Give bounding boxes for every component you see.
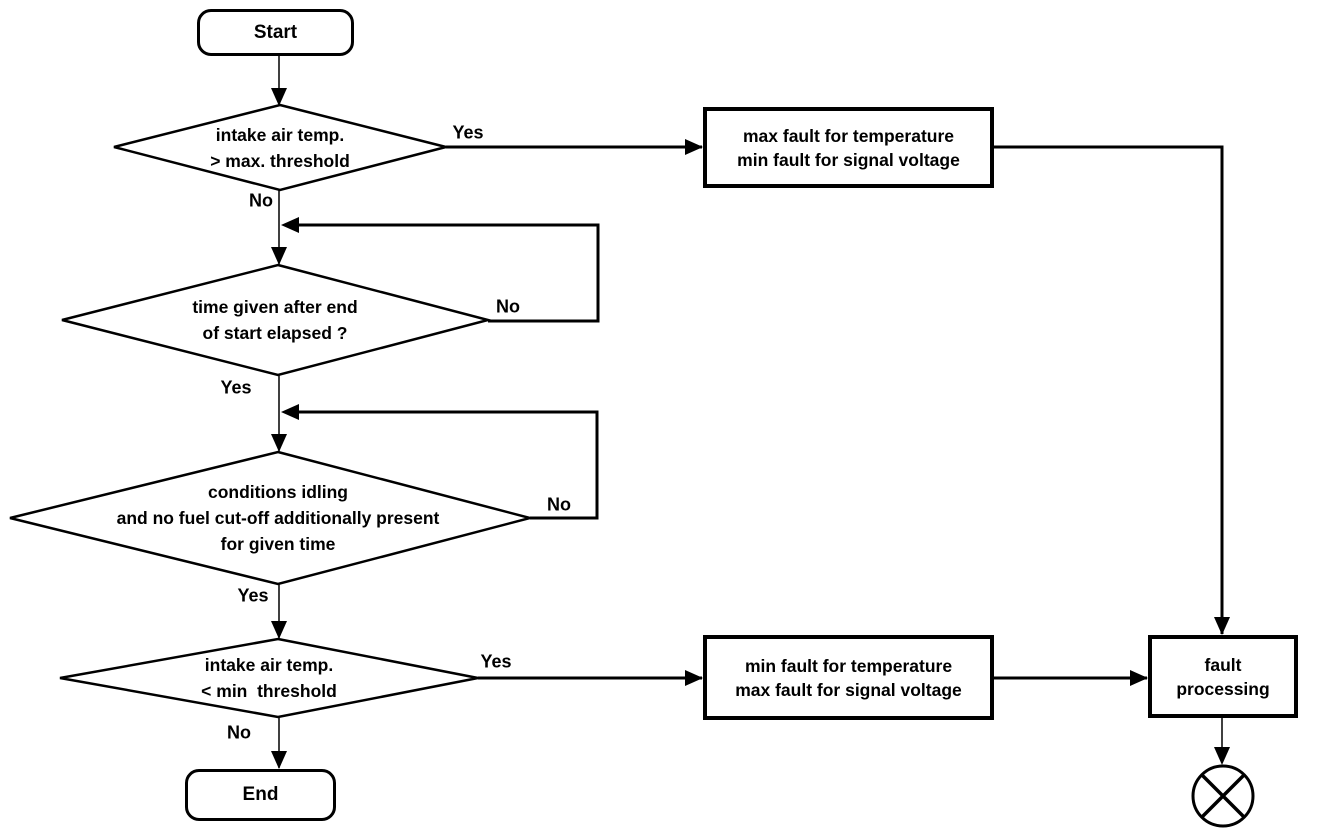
- arrowhead-into-d1: [271, 88, 287, 106]
- crossed-circle-terminal: [1191, 764, 1255, 828]
- decision-idling-diamond: [9, 450, 535, 586]
- edge-label-d3-no: No: [547, 494, 571, 515]
- arrowhead-into-fault-left: [1130, 670, 1148, 686]
- process-max-fault-box: max fault for temperature min fault for …: [703, 107, 994, 188]
- process-fault-processing-box: fault processing: [1148, 635, 1298, 718]
- fault-processing-line2: processing: [1176, 678, 1270, 699]
- decision-time-elapsed-line1: time given after end: [192, 297, 358, 317]
- arrowhead-loop1-merge: [281, 217, 299, 233]
- end-node: End: [185, 769, 336, 821]
- connector-box1-to-fault-processing: [993, 145, 1224, 634]
- start-label: Start: [253, 21, 298, 43]
- decision-max-temp-line2: > max. threshold: [210, 150, 350, 171]
- arrowhead-into-d2: [271, 247, 287, 265]
- connector-d3-no-loop: [296, 410, 599, 520]
- decision-idling-line3: for given time: [220, 534, 336, 554]
- arrowhead-loop2-merge: [281, 404, 299, 420]
- arrowhead-into-d4: [271, 621, 287, 639]
- decision-min-temp-line2: < min threshold: [201, 681, 337, 701]
- edge-label-d4-yes: Yes: [480, 651, 512, 672]
- decision-min-temp-diamond: [59, 637, 479, 719]
- edge-label-d1-yes: Yes: [452, 122, 484, 143]
- arrowhead-into-fault-top: [1214, 617, 1230, 635]
- edge-label-d2-yes: Yes: [220, 377, 252, 398]
- process-min-fault-line2: max fault for signal voltage: [735, 679, 962, 700]
- decision-idling-line2: and no fuel cut-off additionally present: [116, 508, 440, 528]
- decision-max-temp-text: intake air temp. > max. threshold: [114, 105, 446, 190]
- decision-idling-line1: conditions idling: [208, 482, 348, 502]
- arrowhead-into-terminal: [1214, 747, 1230, 765]
- decision-time-elapsed-diamond: [61, 263, 493, 377]
- decision-max-temp-diamond: [113, 103, 447, 192]
- arrowhead-into-box2: [685, 670, 703, 686]
- process-min-fault-box: min fault for temperature max fault for …: [703, 635, 994, 720]
- edge-label-d4-no: No: [227, 722, 251, 743]
- decision-idling-text: conditions idling and no fuel cut-off ad…: [10, 452, 546, 584]
- terminal-cross-icon: [1200, 773, 1246, 819]
- decision-time-elapsed-line2: of start elapsed ?: [202, 323, 348, 343]
- decision-time-elapsed-text: time given after end of start elapsed ?: [62, 265, 488, 375]
- arrowhead-into-d3: [271, 434, 287, 452]
- decision-min-temp-line1: intake air temp.: [204, 655, 334, 675]
- process-max-fault-line2: min fault for signal voltage: [737, 149, 960, 170]
- decision-max-temp-line1: intake air temp.: [215, 124, 345, 145]
- connector-d2-no-loop: [296, 223, 600, 323]
- process-min-fault-line1: min fault for temperature: [744, 655, 953, 676]
- edge-label-d2-no: No: [496, 296, 520, 317]
- fault-processing-line1: fault: [1204, 654, 1242, 675]
- end-label: End: [242, 784, 279, 805]
- edge-label-d1-no: No: [249, 190, 273, 211]
- process-max-fault-line1: max fault for temperature: [742, 125, 955, 146]
- decision-min-temp-text: intake air temp. < min threshold: [60, 639, 478, 717]
- start-node: Start: [197, 9, 354, 56]
- edge-label-d3-yes: Yes: [237, 585, 269, 606]
- arrowhead-into-box1: [685, 139, 703, 155]
- arrowhead-into-end: [271, 751, 287, 769]
